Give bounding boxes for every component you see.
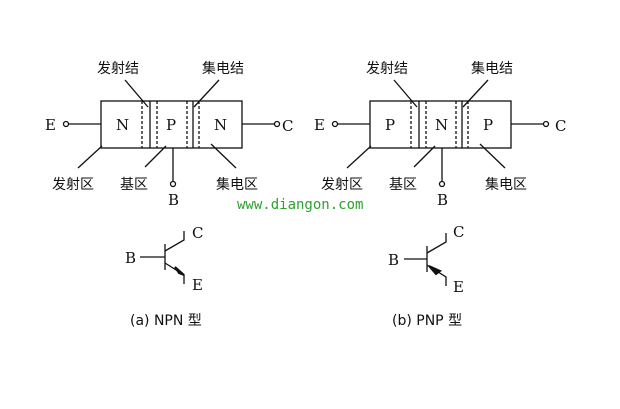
pnp-region-2: N: [435, 116, 448, 134]
npn-caption: (a) NPN 型: [130, 313, 202, 329]
npn-symbol-c: C: [192, 224, 203, 242]
npn-symbol: B C E (a) NPN 型: [125, 224, 203, 329]
npn-structure: N P N E C B 发射结 集电结 发射区 基区 集电区: [45, 60, 293, 209]
npn-terminal-e: E: [45, 116, 56, 134]
npn-region-1: N: [116, 116, 129, 134]
npn-collector-junction-label: 集电结: [202, 60, 244, 77]
npn-region-3: N: [214, 116, 227, 134]
pnp-emitter-region-label: 发射区: [321, 177, 363, 193]
pnp-caption: (b) PNP 型: [392, 313, 462, 329]
pnp-base-region-label: 基区: [389, 176, 417, 193]
npn-region-2: P: [166, 116, 176, 134]
npn-base-region-label: 基区: [120, 176, 148, 193]
npn-terminal-c: C: [282, 117, 293, 135]
pnp-emitter-junction-label: 发射结: [366, 61, 408, 77]
pnp-collector-junction-label: 集电结: [471, 60, 513, 77]
pnp-symbol-b: B: [388, 251, 399, 269]
pnp-symbol: B C E (b) PNP 型: [388, 223, 464, 329]
pnp-region-3: P: [483, 116, 493, 134]
pnp-terminal-b: B: [437, 191, 448, 209]
npn-emitter-junction-label: 发射结: [97, 61, 139, 77]
pnp-symbol-e: E: [453, 278, 464, 296]
watermark-url: www.diangon.com: [237, 197, 363, 213]
npn-terminal-b: B: [168, 191, 179, 209]
npn-collector-region-label: 集电区: [216, 176, 258, 193]
pnp-region-1: P: [385, 116, 395, 134]
pnp-collector-region-label: 集电区: [485, 176, 527, 193]
pnp-structure: P N P E C B 发射结 集电结 发射区 基区 集电区: [314, 60, 566, 209]
pnp-terminal-e: E: [314, 116, 325, 134]
pnp-symbol-c: C: [453, 223, 464, 241]
npn-symbol-e: E: [192, 276, 203, 294]
pnp-terminal-c: C: [555, 117, 566, 135]
npn-emitter-region-label: 发射区: [52, 177, 94, 193]
npn-symbol-b: B: [125, 249, 136, 267]
